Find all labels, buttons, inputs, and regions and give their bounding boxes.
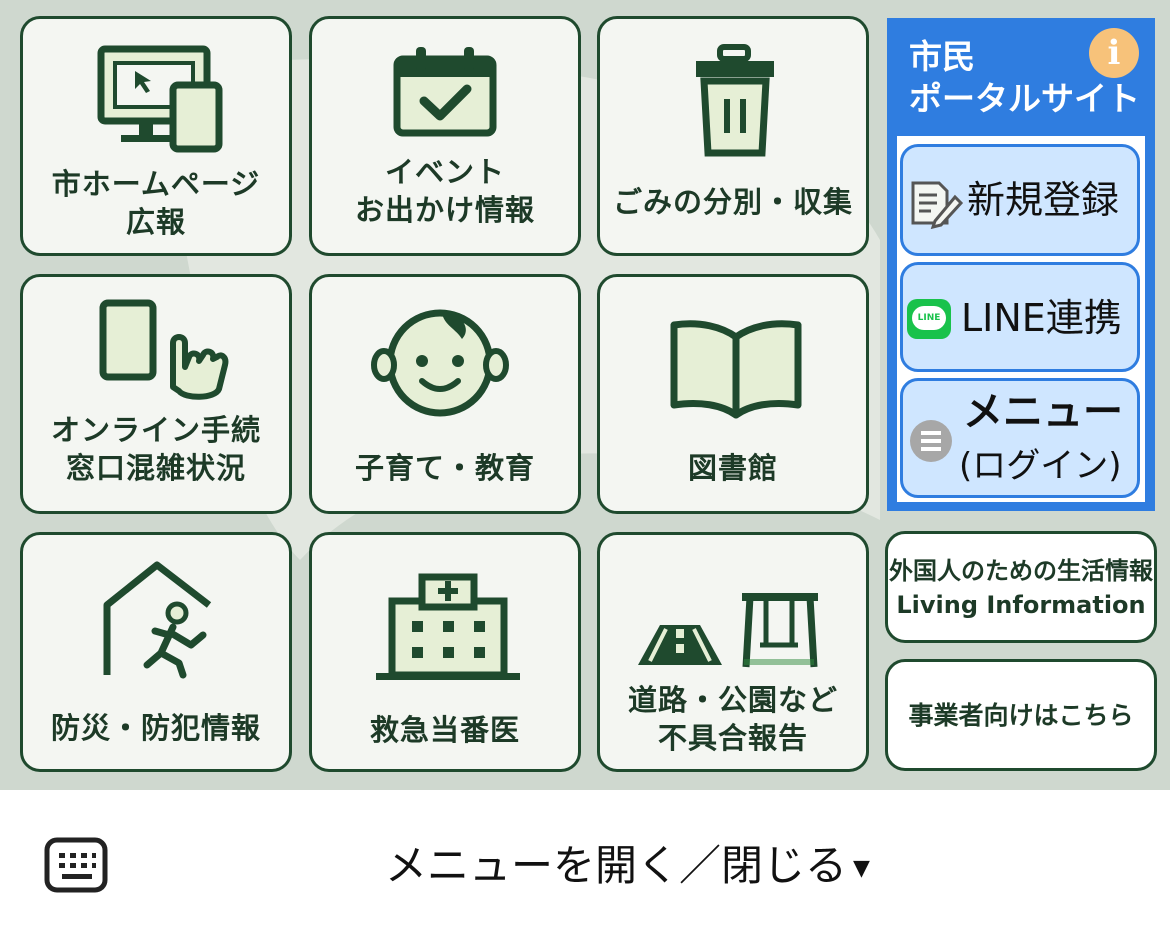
tile-label: 道路・公園など 不具合報告 (627, 683, 838, 755)
tile-label: 救急当番医 (369, 713, 520, 747)
tile-library[interactable]: 図書館 (597, 274, 869, 514)
line-logo-icon: LINE (907, 299, 951, 339)
foreign-residents-label: 外国人のための生活情報 Living Information (889, 557, 1153, 619)
tile-label: イベント お出かけ情報 (354, 155, 535, 227)
tile-emergency-doctor[interactable]: 救急当番医 (309, 532, 581, 772)
computer-tablet-icon (97, 45, 223, 153)
business-label: 事業者向けはこちら (908, 701, 1134, 730)
tile-label: ごみの分別・収集 (612, 185, 853, 219)
road-swing-icon (638, 593, 818, 668)
register-button[interactable]: 新規登録 (900, 144, 1140, 256)
menu-login-button[interactable]: メニュー (ログイン) (900, 378, 1140, 498)
toggle-menu-button[interactable]: メニューを開く／閉じる▼ (385, 836, 870, 896)
tile-city-homepage[interactable]: 市ホームページ 広報 (20, 16, 292, 256)
baby-face-icon (371, 309, 509, 417)
tile-childcare-education[interactable]: 子育て・教育 (309, 274, 581, 514)
open-book-icon (670, 320, 802, 419)
portal-title: 市民 ポータルサイト (909, 37, 1140, 118)
tile-label: 市ホームページ 広報 (51, 167, 261, 239)
tile-garbage[interactable]: ごみの分別・収集 (597, 16, 869, 256)
rich-menu: 市ホームページ 広報 イベント お出かけ情報 ごみの分別・収集 オンライン手続 … (0, 0, 1170, 790)
calendar-check-icon (393, 47, 497, 137)
menu-label: メニュー (963, 389, 1123, 435)
caret-down-icon: ▼ (853, 855, 870, 881)
trash-can-icon (696, 44, 774, 157)
tile-label: 図書館 (687, 451, 778, 485)
tile-label: 子育て・教育 (354, 451, 535, 485)
hospital-icon (376, 573, 520, 680)
login-label: (ログイン) (959, 446, 1122, 486)
keyboard-icon[interactable] (44, 837, 108, 893)
house-running-person-icon (103, 561, 212, 679)
citizen-portal-panel: 市民 ポータルサイト i 新規登録 LINE LINE連携 (887, 18, 1155, 511)
tile-disaster-crime-prevention[interactable]: 防災・防犯情報 (20, 532, 292, 772)
foreign-residents-info-tile[interactable]: 外国人のための生活情報 Living Information (885, 531, 1157, 643)
register-label: 新規登録 (967, 178, 1120, 222)
toggle-menu-label: メニューを開く／閉じる (385, 841, 848, 890)
tile-events[interactable]: イベント お出かけ情報 (309, 16, 581, 256)
form-edit-icon (911, 181, 964, 229)
tile-online-procedures[interactable]: オンライン手続 窓口混雑状況 (20, 274, 292, 514)
tile-label: 防災・防犯情報 (50, 711, 261, 745)
business-tile[interactable]: 事業者向けはこちら (885, 659, 1157, 771)
smartphone-touch-icon (99, 299, 229, 400)
line-link-button[interactable]: LINE LINE連携 (900, 262, 1140, 372)
bottom-bar (0, 790, 1170, 944)
tile-road-park-report[interactable]: 道路・公園など 不具合報告 (597, 532, 869, 772)
tile-label: オンライン手続 窓口混雑状況 (50, 413, 261, 485)
line-link-label: LINE連携 (961, 296, 1122, 340)
info-icon[interactable]: i (1089, 28, 1139, 78)
portal-button-area: 新規登録 LINE LINE連携 メニュー (ログイン) (897, 136, 1145, 502)
menu-list-icon (910, 420, 952, 462)
